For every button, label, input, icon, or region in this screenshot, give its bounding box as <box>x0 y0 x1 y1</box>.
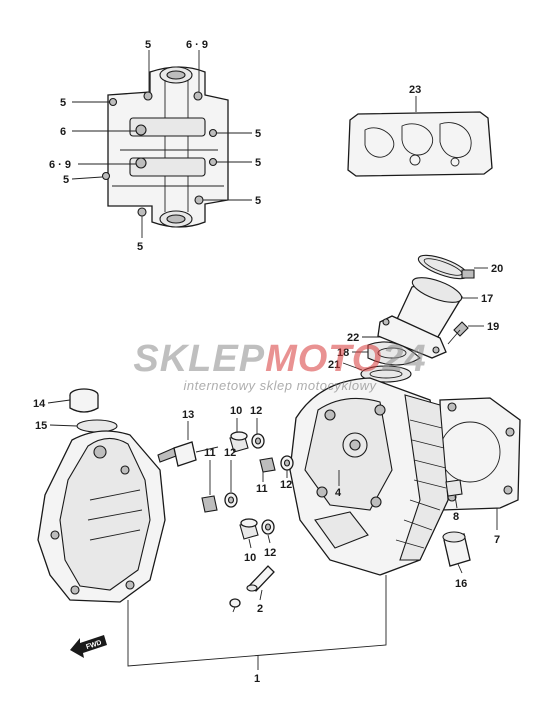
callout-4: 4 <box>335 487 342 499</box>
callout-21: 21 <box>328 359 340 371</box>
callout-11-middle: 11 <box>256 483 268 495</box>
callout-5-bottom: 5 <box>137 241 143 253</box>
cylinder-head-part-1 <box>289 377 449 576</box>
callout-10-upper: 10 <box>230 405 242 417</box>
callout-17: 17 <box>481 293 493 305</box>
callout-20: 20 <box>491 263 503 275</box>
callout-10-lower: 10 <box>244 552 256 564</box>
head-cover-left <box>37 388 166 603</box>
forward-arrow-icon <box>70 635 107 658</box>
callout-8: 8 <box>453 511 459 523</box>
callout-18: 18 <box>337 347 349 359</box>
callout-5-left-lower: 5 <box>63 174 69 186</box>
callout-19: 19 <box>487 321 499 333</box>
callout-5-right-middle: 5 <box>255 157 261 169</box>
callout-15: 15 <box>35 420 47 432</box>
callout-7: 7 <box>494 534 500 546</box>
callout-5-left-upper: 5 <box>60 97 66 109</box>
forward-direction-marker: FWD <box>70 635 107 658</box>
callout-6-left: 6 <box>60 126 66 138</box>
callout-11-left: 11 <box>204 447 216 459</box>
oil-pipe-part-2 <box>229 565 275 608</box>
callout-14: 14 <box>33 398 46 410</box>
callout-5-right-lower: 5 <box>255 195 261 207</box>
gasket-set-part-23 <box>347 111 493 177</box>
watermark-brand: SKLEPMOTO24 <box>0 338 560 381</box>
callout-12-left: 12 <box>224 447 236 459</box>
head-top-view <box>101 66 229 228</box>
callout-22: 22 <box>347 332 359 344</box>
callout-12-lower: 12 <box>264 547 276 559</box>
callout-13: 13 <box>182 409 194 421</box>
callout-5-top: 5 <box>145 39 151 51</box>
watermark-brand-sklep: SKLEP <box>133 338 266 380</box>
callout-12-upper: 12 <box>250 405 262 417</box>
small-fasteners <box>157 431 471 567</box>
leader-lines <box>47 50 498 670</box>
watermark-tagline: internetowy sklep motocyklowy <box>183 378 377 393</box>
callout-6-9-left: 6 · 9 <box>49 159 71 171</box>
callout-2: 2 <box>257 603 263 615</box>
callout-1: 1 <box>254 673 260 685</box>
watermark-brand-moto: MOTO <box>265 338 383 380</box>
callout-numbers: 5 6 · 9 5 6 6 · 9 5 5 5 5 5 23 20 17 19 … <box>33 39 503 685</box>
callout-12-middle: 12 <box>280 479 292 491</box>
callout-6-9-top: 6 · 9 <box>186 39 208 51</box>
callout-16: 16 <box>455 578 467 590</box>
callout-23: 23 <box>409 84 421 96</box>
intake-assembly <box>360 254 475 383</box>
callout-5-right-upper: 5 <box>255 128 261 140</box>
fwd-text: FWD <box>85 639 102 651</box>
watermark-brand-24: 24 <box>382 338 427 380</box>
